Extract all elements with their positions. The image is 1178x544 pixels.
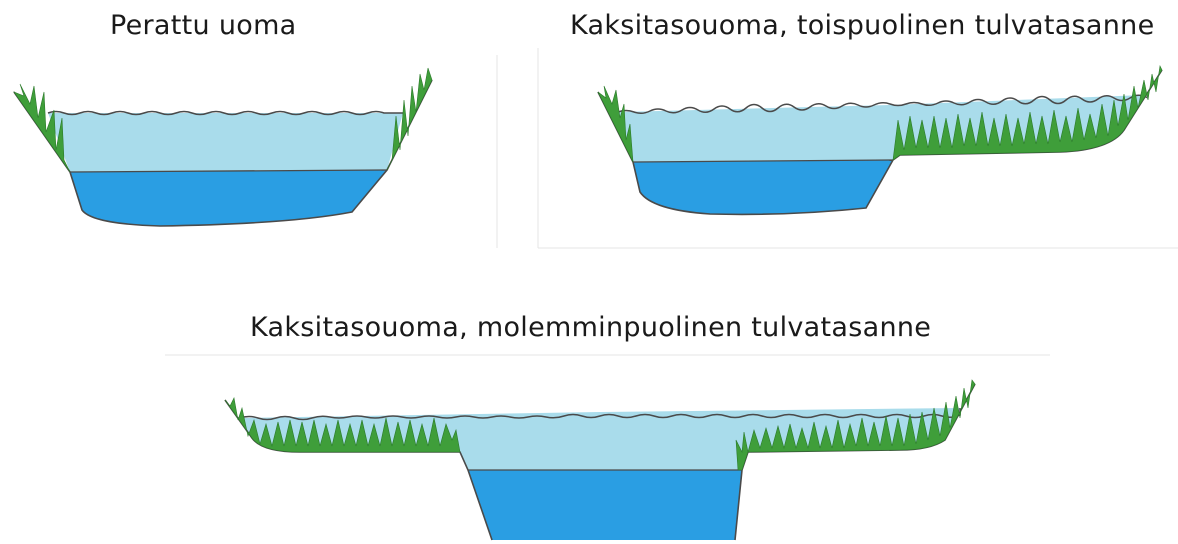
- diagram-two-stage-one-sided: [598, 66, 1162, 214]
- diagram-two-stage-two-sided: [225, 380, 975, 540]
- grass-icon: [14, 84, 70, 172]
- diagram-dredged-channel: [14, 68, 432, 226]
- low-flow-water: [633, 160, 893, 214]
- high-flow-water: [48, 113, 403, 172]
- low-flow-water: [468, 470, 742, 540]
- low-flow-water: [70, 170, 387, 226]
